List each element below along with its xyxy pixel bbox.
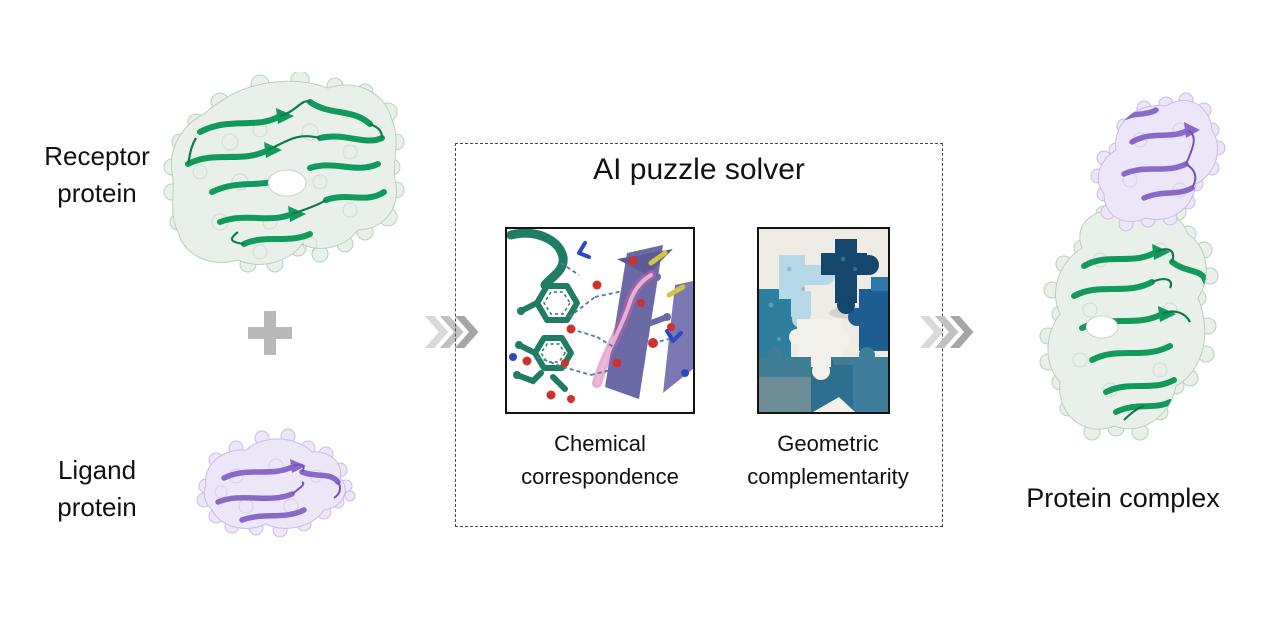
chevron-arrow-icon-right: [919, 316, 974, 348]
protein-complex-label: Protein complex: [1026, 483, 1220, 513]
receptor-ribbons: [185, 99, 387, 247]
puzzle-piece-navy: [821, 239, 879, 314]
chevron-arrow-icon-left: [424, 316, 479, 348]
receptor-protein-structure: [163, 72, 405, 273]
puzzle-pieces-icon: [759, 229, 888, 412]
puzzle-piece-light-blue: [779, 255, 835, 328]
geometric-complementarity-image: [757, 227, 890, 414]
puzzle-piece-right-blue: [848, 277, 888, 351]
complex-cavity: [1085, 315, 1119, 339]
pink-highlight: [592, 270, 656, 388]
ligand-ribbons: [215, 459, 342, 523]
molecular-interaction-icon: [507, 229, 693, 403]
oxygen-nitrogen-atoms: [522, 256, 689, 403]
ligand-protein-label: Ligand protein: [57, 455, 137, 522]
puzzle-piece-left-teal: [759, 289, 803, 357]
ligand-protein-structure: [196, 428, 356, 538]
protein-complex-structure: [1039, 92, 1226, 441]
chemical-correspondence-image: [505, 227, 695, 414]
puzzle-missing-hole: [789, 319, 851, 380]
receptor-protein-label: Receptor protein: [44, 141, 150, 208]
plus-icon: [248, 311, 292, 355]
ai-puzzle-solver-box: [455, 143, 943, 527]
chemical-correspondence-label: Chemical correspondence: [521, 431, 679, 489]
geometric-complementarity-label: Geometric complementarity: [747, 431, 909, 489]
solver-box-title: AI puzzle solver: [593, 153, 805, 186]
receptor-cavity: [267, 169, 307, 197]
